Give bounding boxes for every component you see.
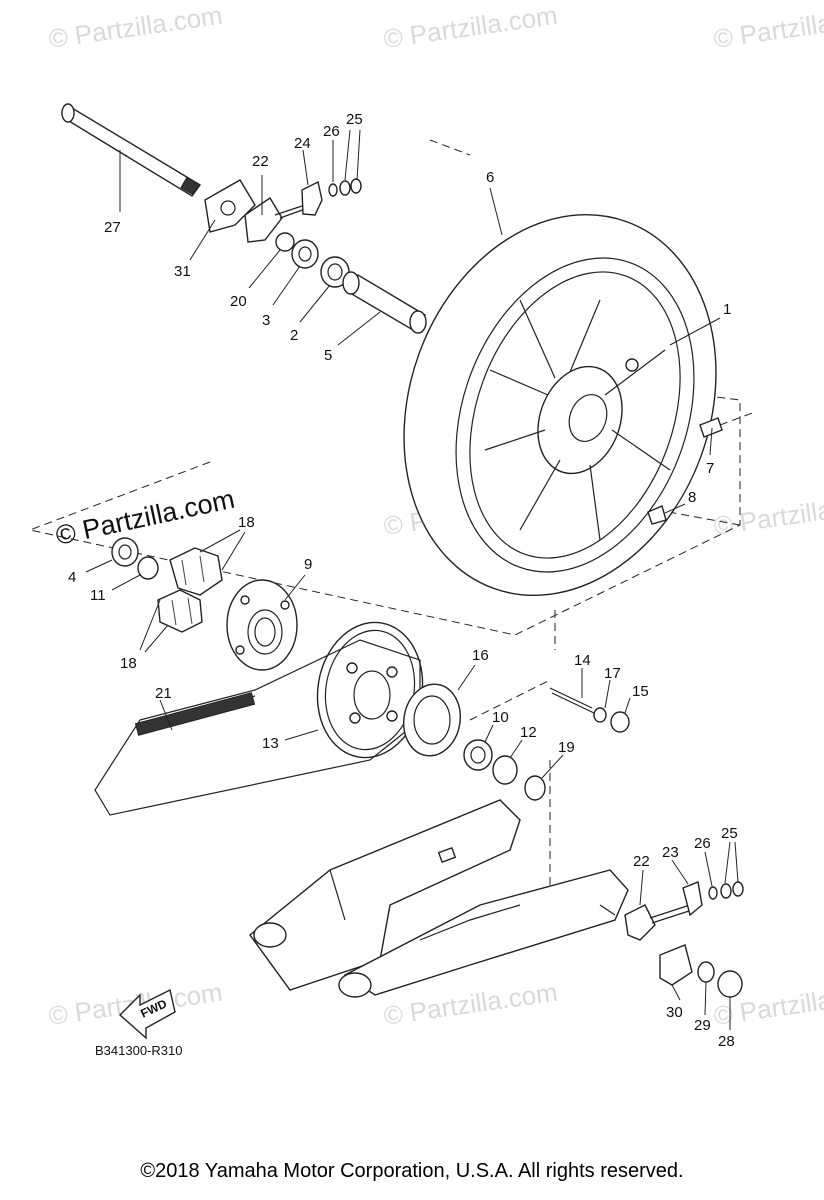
callout-28: 28 bbox=[718, 1033, 735, 1050]
callout-26-top: 26 bbox=[323, 123, 340, 140]
watermark-main: © Partzilla.com bbox=[53, 484, 237, 551]
callout-31: 31 bbox=[174, 263, 191, 280]
rear-axle bbox=[61, 103, 202, 197]
callout-4: 4 bbox=[68, 569, 76, 586]
callout-1: 1 bbox=[723, 301, 731, 318]
callout-17: 17 bbox=[604, 665, 621, 682]
callout-13: 13 bbox=[262, 735, 279, 752]
callout-18-upper: 18 bbox=[238, 514, 255, 531]
callout-20: 20 bbox=[230, 293, 247, 310]
callout-18-lower: 18 bbox=[120, 655, 137, 672]
callout-7: 7 bbox=[706, 460, 714, 477]
callout-15: 15 bbox=[632, 683, 649, 700]
callout-14: 14 bbox=[574, 652, 591, 669]
callout-21: 21 bbox=[155, 685, 172, 702]
callout-16: 16 bbox=[472, 647, 489, 664]
callout-3: 3 bbox=[262, 312, 270, 329]
copyright-notice: ©2018 Yamaha Motor Corporation, U.S.A. A… bbox=[140, 1160, 684, 1182]
callout-8: 8 bbox=[688, 489, 696, 506]
callout-9: 9 bbox=[304, 556, 312, 573]
callout-30: 30 bbox=[666, 1004, 683, 1021]
callout-leader-lines bbox=[85, 129, 739, 1030]
callout-24: 24 bbox=[294, 135, 311, 152]
callout-11: 11 bbox=[90, 587, 106, 604]
callout-5: 5 bbox=[324, 347, 332, 364]
callout-25-top: 25 bbox=[346, 111, 363, 128]
hub-dampers bbox=[157, 547, 223, 633]
sprocket-hub bbox=[226, 579, 298, 671]
sprocket-stud-set bbox=[549, 687, 630, 733]
callout-26-bottom: 26 bbox=[694, 835, 711, 852]
watermark-text: © Partzilla.com bbox=[47, 0, 225, 54]
rear-sprocket bbox=[316, 621, 424, 759]
callout-10: 10 bbox=[492, 709, 509, 726]
callout-22-bottom: 22 bbox=[633, 853, 650, 870]
watermark-text: © Partzilla.com bbox=[382, 0, 560, 54]
swingarm bbox=[249, 799, 629, 998]
forward-direction-arrow: FWD bbox=[118, 988, 176, 1040]
callout-6: 6 bbox=[486, 169, 494, 186]
left-chain-puller bbox=[204, 178, 362, 288]
diagram-code: B341300-R310 bbox=[95, 1043, 182, 1058]
callout-2: 2 bbox=[290, 327, 298, 344]
callout-22-top: 22 bbox=[252, 153, 269, 170]
right-chain-puller bbox=[624, 881, 744, 998]
callout-29: 29 bbox=[694, 1017, 711, 1034]
callout-numbers: 1 2 3 4 5 6 7 8 9 10 11 12 13 14 15 16 1… bbox=[68, 111, 738, 1050]
callout-25-bottom: 25 bbox=[721, 825, 738, 842]
left-bearings bbox=[111, 537, 159, 580]
callout-27: 27 bbox=[104, 219, 121, 236]
watermark-text: © Partzilla.com bbox=[712, 0, 824, 54]
callout-23: 23 bbox=[662, 844, 679, 861]
callout-19: 19 bbox=[558, 739, 575, 756]
watermark-text: © Partzilla.com bbox=[712, 487, 824, 541]
rear-wheel bbox=[403, 214, 723, 596]
wheel-spacer bbox=[342, 271, 427, 334]
callout-12: 12 bbox=[520, 724, 537, 741]
rear-hub-bearings bbox=[403, 683, 546, 801]
